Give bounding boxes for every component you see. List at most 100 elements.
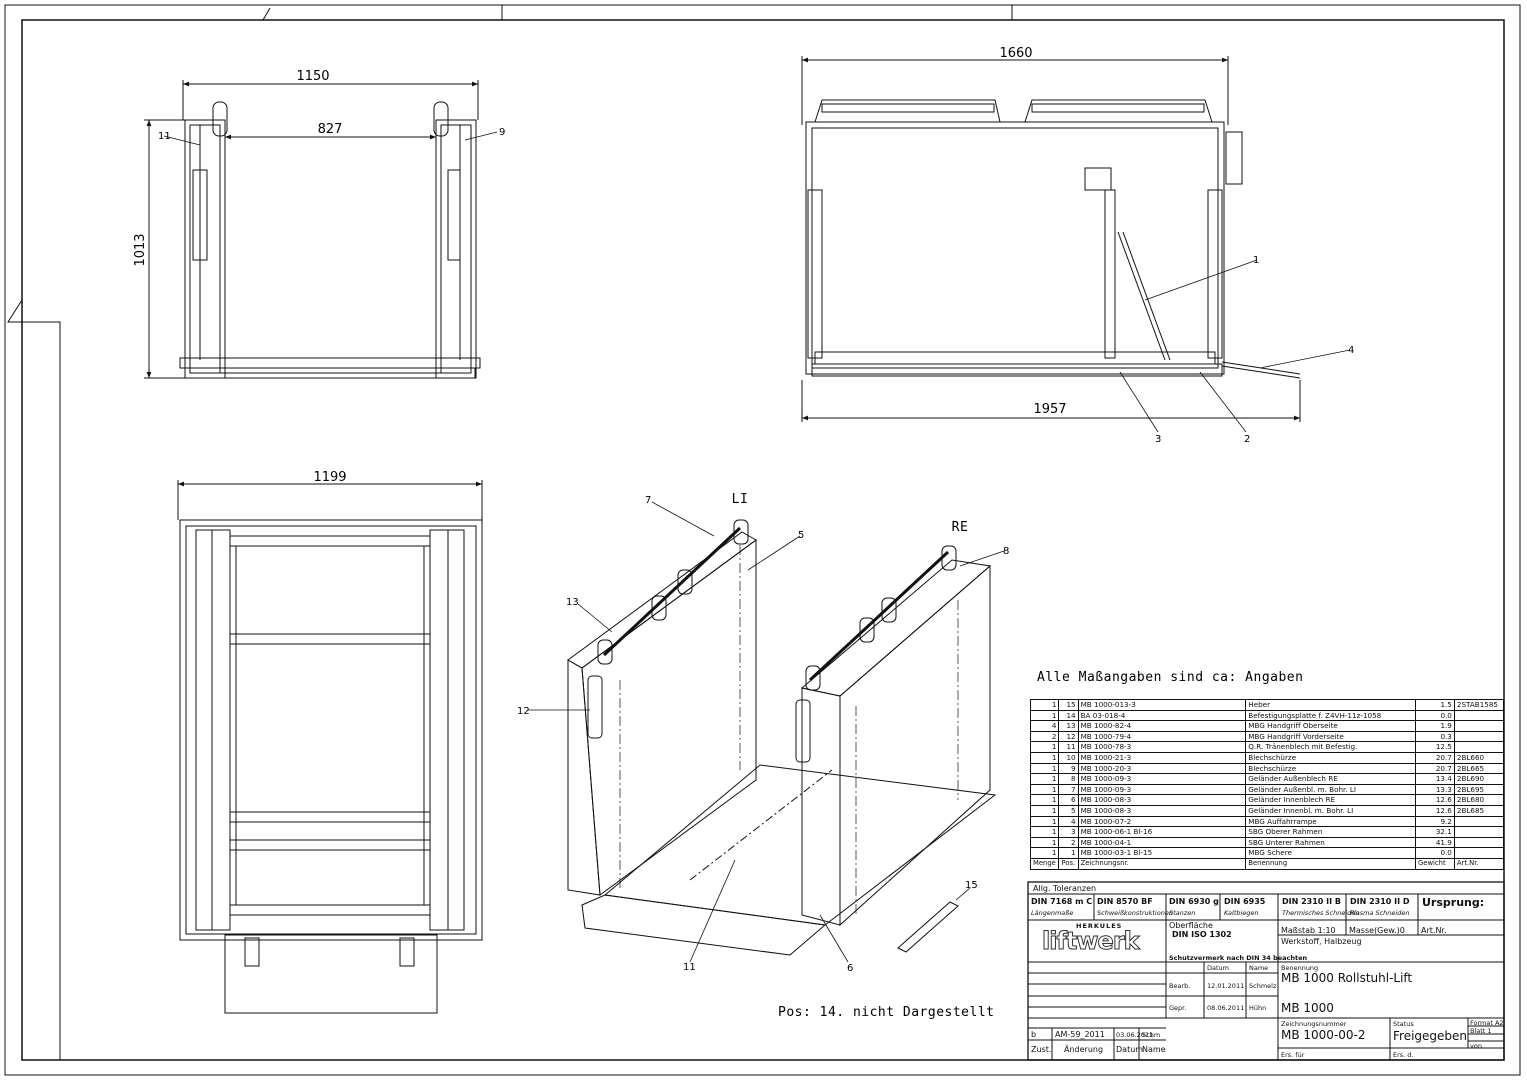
parts-cell-name: Geländer Außenbl. m. Bohr. LI (1245, 783, 1417, 796)
parts-cell-gew: 9.2 (1415, 815, 1455, 828)
zeichnungsnr-label: Zeichnungsnummer (1281, 1020, 1347, 1028)
parts-header-row: Menge Pos. Zeichnungsnr. Benennung Gewic… (1029, 857, 1505, 870)
parts-cell-menge: 1 (1029, 709, 1060, 722)
schutz-label: Schutzvermerk nach DIN 34 beachten (1169, 954, 1308, 962)
aenderung-label: Änderung (1064, 1045, 1104, 1054)
bearb-label: Bearb. (1169, 982, 1191, 990)
bearb-date: 12.01.2011 (1207, 982, 1245, 990)
hdr-name: Benennung (1245, 857, 1417, 870)
parts-cell-pos: 11 (1058, 741, 1079, 753)
parts-cell-gew: 13.4 (1415, 773, 1455, 785)
ursprung-label: Ursprung: (1422, 896, 1485, 909)
parts-cell-gew: 32.1 (1415, 826, 1455, 838)
parts-cell-name: Geländer Innenbl. m. Bohr. LI (1245, 804, 1417, 817)
ers-fuer-label: Ers. für (1281, 1051, 1305, 1059)
callout-9: 9 (499, 127, 505, 138)
din2-sub: Schweißkonstruktionen (1097, 909, 1173, 917)
parts-cell-pos: 8 (1058, 773, 1079, 785)
note-pos14: Pos: 14. nicht Dargestellt (778, 1005, 995, 1020)
parts-cell-art (1453, 730, 1505, 743)
blatt-label: Blatt 1 (1470, 1027, 1492, 1035)
parts-cell-name: Befestigungsplatte f. Z4VH-11z-1058 (1245, 709, 1417, 722)
din3-sub: Stanzen (1169, 909, 1196, 917)
parts-cell-name: MBG Schere (1245, 847, 1417, 859)
dim-plan-width: 1199 (313, 470, 346, 485)
parts-cell-gew: 12.5 (1415, 741, 1455, 753)
parts-cell-nr: MB 1000-20-3 (1077, 762, 1247, 775)
parts-cell-menge: 1 (1029, 783, 1060, 796)
parts-cell-art (1453, 826, 1505, 838)
parts-cell-pos: 1 (1058, 847, 1079, 859)
callout-7: 7 (645, 495, 651, 506)
format-label: Format A2 (1470, 1019, 1504, 1027)
parts-cell-menge: 1 (1029, 699, 1060, 711)
isometric-view (528, 501, 1005, 963)
masse-label: Masse(Gew.)0 (1349, 926, 1405, 935)
parts-cell-name: Heber (1245, 699, 1417, 711)
din3: DIN 6930 g (1169, 897, 1219, 906)
parts-cell-menge: 1 (1029, 847, 1060, 859)
ers-d-label: Ers. d. (1393, 1051, 1414, 1059)
parts-cell-art (1453, 847, 1505, 859)
parts-cell-art (1453, 836, 1505, 849)
zeichnungsnr: MB 1000-00-2 (1281, 1028, 1366, 1042)
status-label: Status (1393, 1020, 1414, 1028)
parts-cell-nr: MB 1000-013-3 (1077, 699, 1247, 711)
parts-cell-name: MBG Auffahrrampe (1245, 815, 1417, 828)
iso-label: DIN ISO 1302 (1172, 930, 1232, 939)
parts-cell-pos: 10 (1058, 751, 1079, 764)
name2-label: Name (1142, 1045, 1166, 1054)
callout-6: 6 (847, 963, 853, 974)
parts-cell-name: Geländer Innenblech RE (1245, 794, 1417, 806)
callout-4: 4 (1348, 345, 1354, 356)
parts-cell-menge: 1 (1029, 804, 1060, 817)
parts-cell-menge: 1 (1029, 815, 1060, 828)
datum-header: Datum (1207, 964, 1229, 972)
parts-cell-nr: MB 1000-03-1 Bl-15 (1077, 847, 1247, 859)
outer-border (4, 4, 1521, 1076)
parts-cell-name: Q.R. Tränenblech mit Befestig. (1245, 741, 1417, 753)
hdr-pos: Pos. (1058, 857, 1079, 870)
front-view (144, 80, 498, 379)
parts-cell-menge: 4 (1029, 720, 1060, 732)
note-all-dims: Alle Maßangaben sind ca: Angaben (1037, 670, 1303, 685)
von-label: von (1470, 1042, 1482, 1050)
callout-3: 3 (1155, 434, 1161, 445)
parts-cell-name: Blechschürze (1245, 762, 1417, 775)
rev-change: AM-59_2011 (1055, 1030, 1105, 1039)
parts-cell-art: 2STAB1585 (1453, 699, 1505, 711)
parts-cell-name: Geländer Außenblech RE (1245, 773, 1417, 785)
logo-top-text: HERKULES (1076, 922, 1123, 930)
parts-cell-art: 2BL660 (1453, 751, 1505, 764)
artnr-label: Art.Nr. (1421, 926, 1447, 935)
inner-border (21, 19, 1505, 1061)
parts-cell-pos: 5 (1058, 804, 1079, 817)
drawing-subtitle: MB 1000 (1281, 1001, 1334, 1015)
parts-cell-pos: 12 (1058, 730, 1079, 743)
callout-15: 15 (965, 880, 978, 891)
dim-top-inner: 827 (318, 122, 343, 137)
parts-cell-pos: 6 (1058, 794, 1079, 806)
gepr-label: Gepr. (1169, 1004, 1187, 1012)
gepr-name: Hühn (1249, 1004, 1267, 1012)
zust-label: Zust. (1031, 1045, 1052, 1054)
parts-cell-pos: 7 (1058, 783, 1079, 796)
din4: DIN 6935 (1224, 897, 1266, 906)
parts-cell-art (1453, 741, 1505, 753)
parts-cell-menge: 1 (1029, 826, 1060, 838)
parts-cell-gew: 20.7 (1415, 762, 1455, 775)
werkstoff-label: Werkstoff, Halbzeug (1281, 937, 1362, 946)
callout-11: 11 (683, 962, 696, 973)
parts-cell-name: SBG Oberer Rahmen (1245, 826, 1417, 838)
parts-cell-art (1453, 815, 1505, 828)
parts-cell-menge: 1 (1029, 794, 1060, 806)
parts-cell-nr: MB 1000-09-3 (1077, 783, 1247, 796)
parts-cell-art (1453, 709, 1505, 722)
